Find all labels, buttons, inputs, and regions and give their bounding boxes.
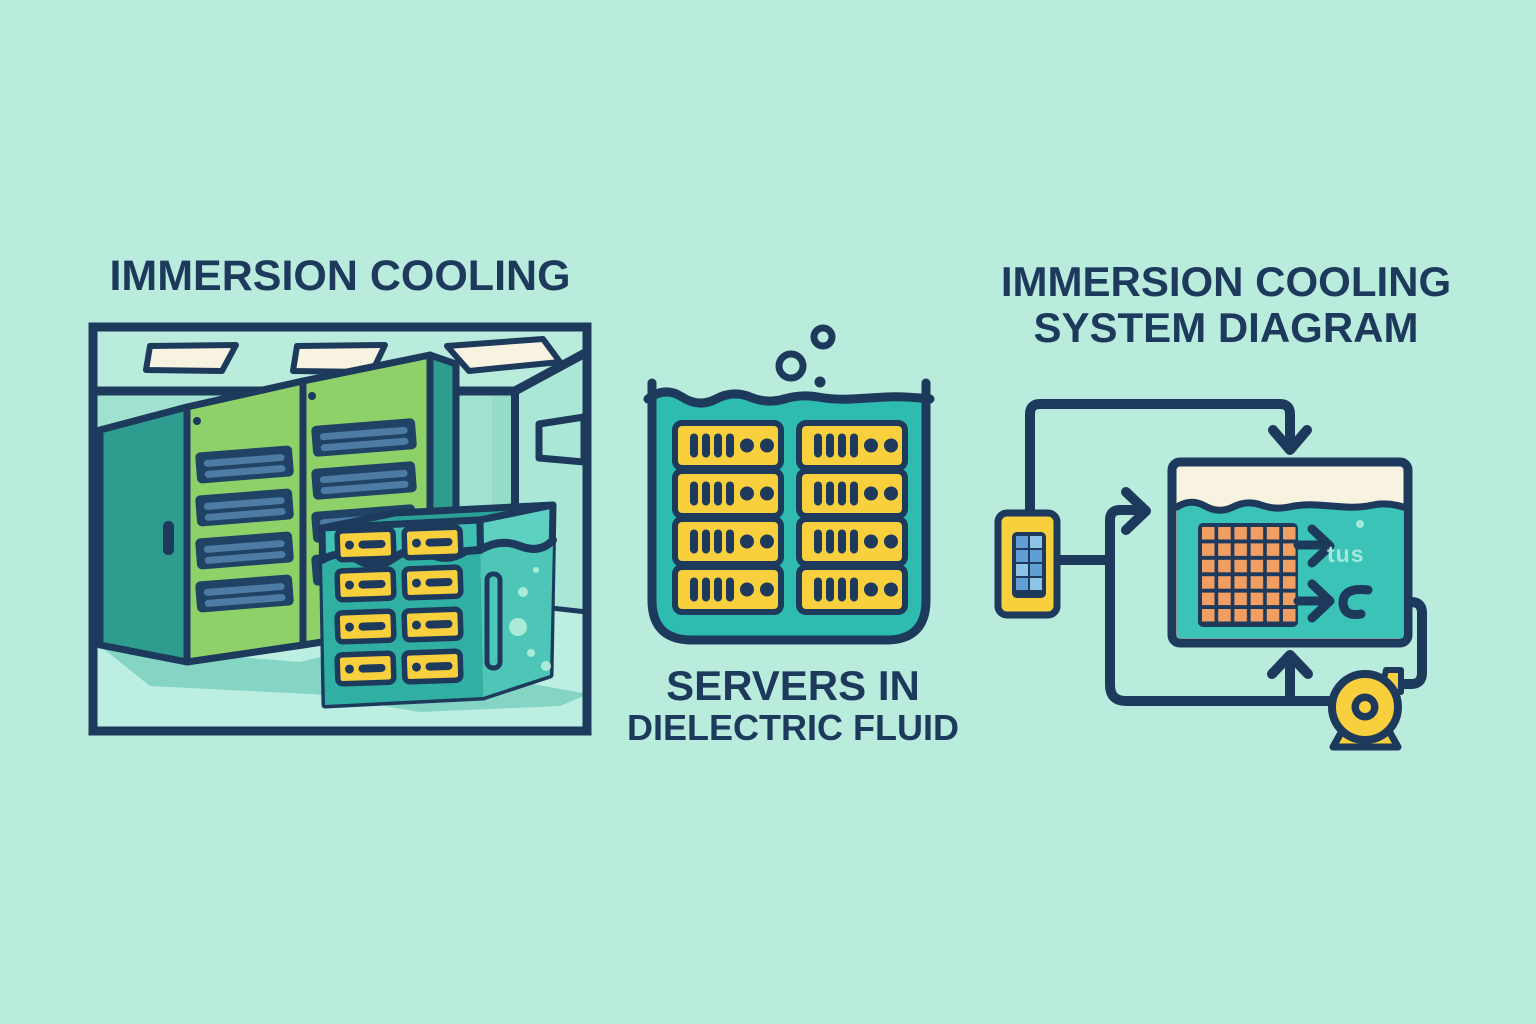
arrow-right-icon [1307, 579, 1335, 623]
tank-bubbles [509, 567, 551, 671]
bubble-icon [775, 350, 807, 382]
bubble-icon [810, 324, 836, 350]
right-panel-title-line1: IMMERSION COOLING [1000, 258, 1452, 305]
rack-screw [193, 417, 201, 425]
system-diagram [994, 399, 1427, 751]
controller-icon [994, 509, 1061, 619]
arrow-right-icon [1121, 487, 1151, 535]
rack-screw [308, 392, 316, 400]
bubbles [775, 324, 836, 388]
wall-window [535, 413, 588, 466]
bubble-icon [814, 376, 826, 388]
ceiling-light-icon [444, 336, 563, 374]
cooling-tank [1167, 457, 1413, 648]
middle-panel-label-line2: DIELECTRIC FLUID [627, 707, 959, 748]
wall-pillar [492, 391, 514, 541]
heat-exchanger-grid [1200, 525, 1296, 625]
fluid-wave-line [643, 387, 935, 408]
flow-pipes [1025, 399, 1427, 706]
controller-indicator-grid [1016, 536, 1042, 590]
bubble-dot [1356, 520, 1364, 528]
ceiling-lights [143, 336, 563, 375]
scene-frame [88, 322, 592, 736]
arrow-down-icon [1268, 425, 1312, 455]
tank-side-slot [484, 571, 503, 671]
tank-annotation-text: tus [1327, 541, 1365, 567]
fluid-wave-line [476, 536, 557, 554]
immersion-tank-icon [643, 324, 935, 645]
arrow-up-icon [1267, 650, 1313, 679]
ceiling-light-icon [143, 342, 239, 374]
immersion-tank [318, 501, 557, 709]
right-panel-title-line2: SYSTEM DIAGRAM [1033, 304, 1419, 351]
pump-icon [1328, 667, 1404, 751]
arrow-right-icon [1307, 524, 1335, 568]
pipe-pump-right [1392, 597, 1427, 689]
tank-outline [647, 378, 931, 645]
server-room-illustration [88, 322, 592, 736]
middle-panel-label-line1: SERVERS IN [666, 662, 920, 709]
pipe-top [1025, 399, 1295, 518]
rack-slot-group [195, 445, 294, 613]
pipe-left-loop [1105, 505, 1334, 706]
fluid-wave-line [1173, 498, 1407, 514]
convection-squiggle [1338, 585, 1373, 619]
rack-door-handle [163, 521, 174, 555]
left-panel-title: IMMERSION COOLING [109, 252, 571, 300]
